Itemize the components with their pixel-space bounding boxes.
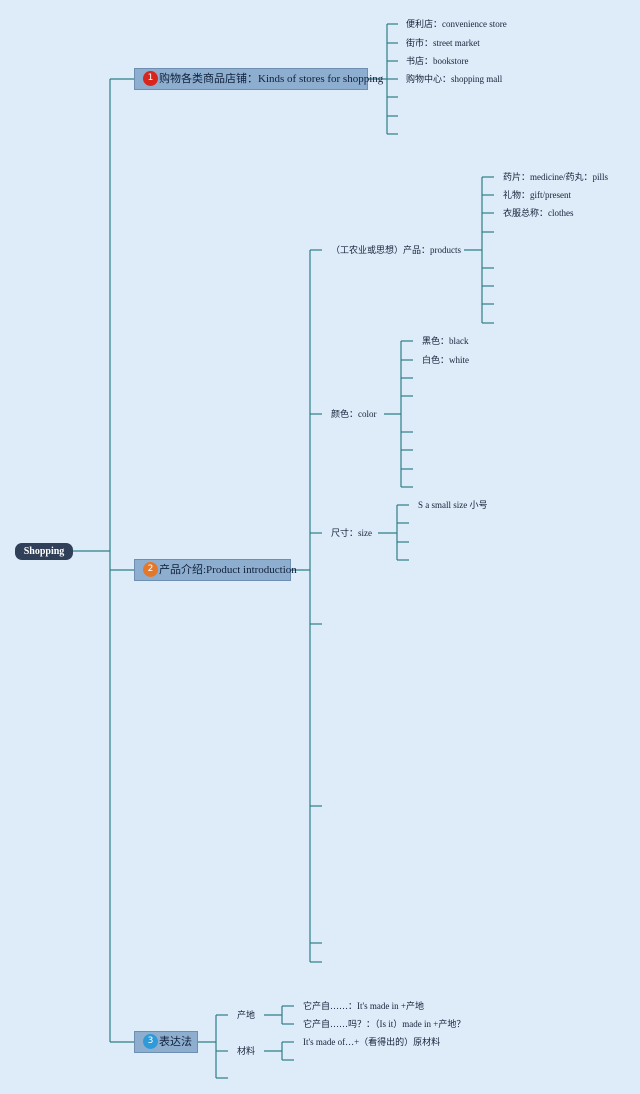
branch-node-stores[interactable]: 1 购物各类商品店铺：Kinds of stores for shopping — [134, 68, 383, 90]
number-badge-icon: 2 — [143, 562, 158, 577]
branch-label: 产品介绍:Product introduction — [159, 564, 297, 576]
leaf-node[interactable]: 它产自……吗？：（Is it）made in +产地？ — [303, 1018, 466, 1030]
subtopic-node-color[interactable]: 颜色：color — [331, 408, 377, 420]
leaf-node[interactable]: 便利店：convenience store — [406, 18, 507, 30]
branch-node-expressions[interactable]: 3 表达法 — [134, 1031, 198, 1053]
branch-label: 表达法 — [159, 1036, 192, 1048]
branch-node-product-introduction[interactable]: 2 产品介绍:Product introduction — [134, 559, 297, 581]
branch-label: 购物各类商品店铺：Kinds of stores for shopping — [159, 73, 384, 85]
subtopic-node-size[interactable]: 尺寸：size — [331, 527, 372, 539]
leaf-node[interactable]: 药片：medicine/药丸：pills — [503, 171, 608, 183]
leaf-node[interactable]: 书店：bookstore — [406, 55, 469, 67]
subtopic-node-products[interactable]: （工农业或思想）产品：products — [331, 244, 461, 256]
subtopic-node-material[interactable]: 材料 — [237, 1045, 256, 1057]
number-badge-icon: 1 — [143, 71, 158, 86]
leaf-node[interactable]: 衣服总称：clothes — [503, 207, 574, 219]
root-node[interactable]: Shopping — [15, 543, 73, 560]
subtopic-node-origin[interactable]: 产地 — [237, 1009, 256, 1021]
leaf-node[interactable]: 街市：street market — [406, 37, 480, 49]
leaf-node[interactable]: 它产自……：It's made in +产地 — [303, 1000, 424, 1012]
number-badge-icon: 3 — [143, 1034, 158, 1049]
leaf-node[interactable]: 白色：white — [422, 354, 469, 366]
leaf-node[interactable]: 购物中心：shopping mall — [406, 73, 503, 85]
leaf-node[interactable]: It's made of…+（看得出的）原材料 — [303, 1036, 441, 1048]
leaf-node[interactable]: 黑色：black — [422, 335, 469, 347]
leaf-node[interactable]: S a small size 小号 — [418, 499, 488, 511]
leaf-node[interactable]: 礼物：gift/present — [503, 189, 571, 201]
